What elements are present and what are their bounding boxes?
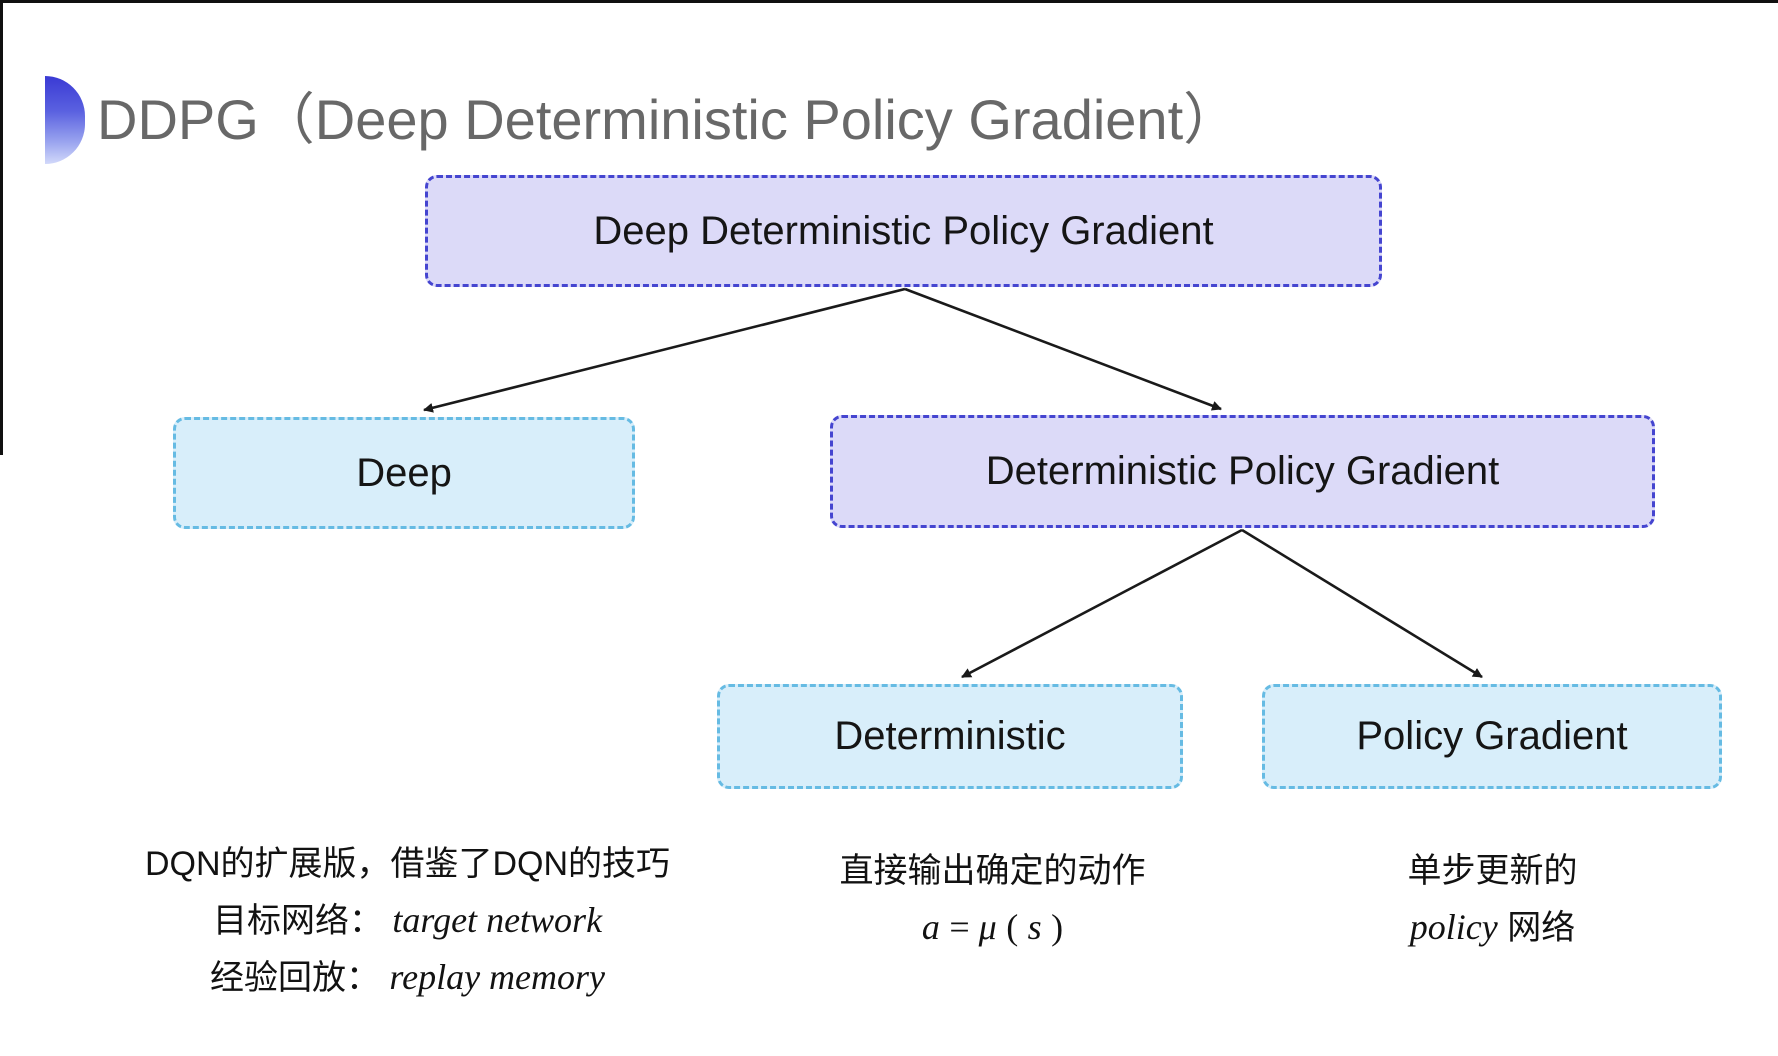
node-ddpg: Deep Deterministic Policy Gradient [425,175,1382,287]
node-dpg: Deterministic Policy Gradient [830,415,1655,528]
note-policy-gradient: 单步更新的 policy 网络 [1335,843,1650,956]
policy-term: policy [1409,907,1498,947]
note-policy-gradient-line1: 单步更新的 [1407,852,1578,890]
target-network-term: target network [392,900,603,940]
arrow-ddpg-to-deep [423,287,906,413]
top-border-line [0,0,1778,3]
note-deterministic-line1: 直接输出确定的动作 [839,852,1146,890]
note-deep-line1: DQN的扩展版，借鉴了DQN的技巧 [144,845,671,883]
node-ddpg-label: Deep Deterministic Policy Gradient [593,208,1214,253]
page-title: DDPG（Deep Deterministic Policy Gradient） [97,88,1240,152]
node-deep-label: Deep [356,450,452,495]
node-policy-gradient-label: Policy Gradient [1356,714,1628,758]
note-deterministic-formula: a = μ ( s ) [921,907,1064,947]
node-deterministic-label: Deterministic [834,714,1066,758]
note-deep: DQN的扩展版，借鉴了DQN的技巧 目标网络： target network 经… [130,836,685,1006]
title-row: DDPG（Deep Deterministic Policy Gradient） [45,76,1239,164]
arrow-ddpg-to-dpg [904,287,1222,411]
title-bullet-icon [45,76,85,164]
arrow-dpg-to-deterministic [961,528,1243,679]
node-deterministic: Deterministic [717,684,1183,789]
note-deep-line3: 经验回放： replay memory [209,957,606,997]
node-policy-gradient: Policy Gradient [1262,684,1722,789]
note-deep-line2: 目标网络： target network [212,900,603,940]
note-policy-gradient-line2: policy 网络 [1409,907,1576,947]
node-deep: Deep [173,417,635,529]
left-border-line [0,0,3,455]
node-dpg-label: Deterministic Policy Gradient [985,449,1500,493]
replay-memory-term: replay memory [389,957,606,997]
arrow-dpg-to-policy-gradient [1241,528,1483,679]
note-deterministic: 直接输出确定的动作 a = μ ( s ) [800,843,1185,956]
